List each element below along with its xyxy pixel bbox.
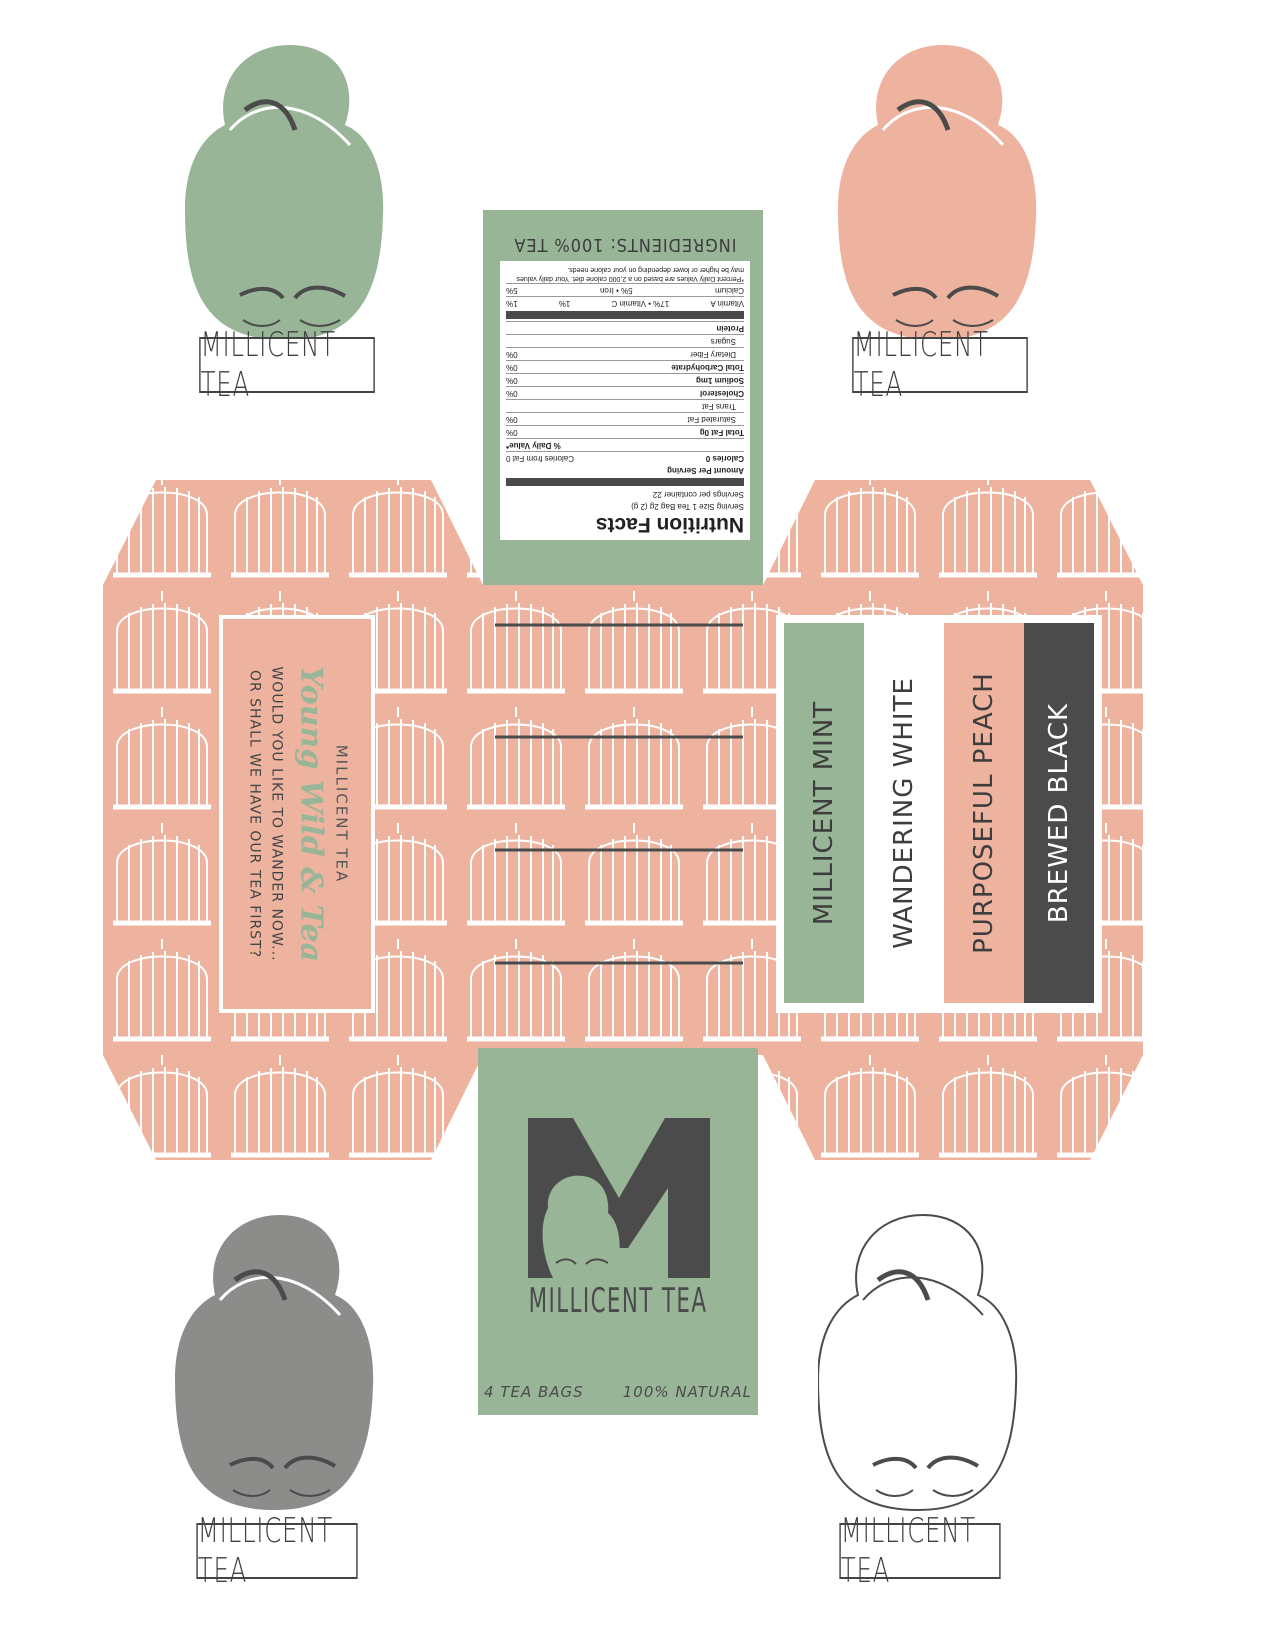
front-question-2: OR SHALL WE HAVE OUR TEA FIRST? xyxy=(246,669,263,959)
nutrient-label: Dietary Fiber xyxy=(690,350,736,359)
serving-size: Serving Size 1 Tea Bag 2g (2 g) xyxy=(631,502,744,511)
nutrient-label: Cholesterol xyxy=(699,389,744,398)
iron-pct: 5% xyxy=(506,286,518,295)
nutrition-title: Nutrition Facts xyxy=(595,513,744,536)
front-title: Young Wild & Tea xyxy=(293,665,329,963)
flavor-stripe-mint: MILLICENT MINT xyxy=(784,623,864,1003)
amount-per-serving: Amount Per Serving xyxy=(667,466,744,475)
flavor-name: BREWED BLACK xyxy=(1044,702,1074,924)
vitamin-a-pct: 17% • Vitamin C xyxy=(611,299,670,308)
woman-bun-icon xyxy=(838,45,1037,340)
front-question-1: WOULD YOU LIKE TO WANDER NOW... xyxy=(268,666,285,962)
flavor-stripe-white: WANDERING WHITE xyxy=(864,623,944,1003)
nutrient-value: 0% xyxy=(506,415,518,424)
nutrient-value: 0% xyxy=(506,428,518,437)
flavor-stripe-black: BREWED BLACK xyxy=(1024,623,1094,1003)
woman-bun-icon xyxy=(175,1215,374,1510)
bottom-brand: MILLICENT TEA xyxy=(528,1281,708,1321)
nutrient-label: Sugars xyxy=(710,337,736,346)
logo-label: MILLICENT TEA xyxy=(852,325,1028,405)
front-label-text: MILLICENT TEA Young Wild & Tea WOULD YOU… xyxy=(244,624,351,1004)
nutrient-value: 0% xyxy=(506,363,518,372)
nutrient-label: Sodium 1mg xyxy=(695,376,744,385)
calories: Calories 0 xyxy=(705,454,744,463)
logo-label: MILLICENT TEA xyxy=(199,325,375,405)
calcium-pct: 5% • Iron xyxy=(600,286,633,295)
tea-bag-count: 4 TEA BAGS xyxy=(484,1383,584,1401)
nutrient-label: Total Carbohydrate xyxy=(671,363,744,372)
bottom-panel: MILLICENT TEA 4 TEA BAGS 100% NATURAL xyxy=(478,1048,758,1415)
m-letter-icon xyxy=(528,1118,710,1278)
logo-top-right: MILLICENT TEA xyxy=(838,40,1038,405)
flavor-panel: MILLICENT MINT WANDERING WHITE PURPOSEFU… xyxy=(776,615,1102,1013)
front-brand: MILLICENT TEA xyxy=(332,744,351,884)
front-label-card: MILLICENT TEA Young Wild & Tea WOULD YOU… xyxy=(219,615,375,1013)
flavor-stripe-peach: PURPOSEFUL PEACH xyxy=(944,623,1024,1003)
nutrient-value: 0% xyxy=(506,350,518,359)
woman-bun-icon xyxy=(185,45,384,340)
nutrient-label: Trans Fat xyxy=(702,402,736,411)
logo-top-left: MILLICENT TEA xyxy=(185,40,385,405)
m-logo xyxy=(528,1118,710,1278)
logo-bottom-right: MILLICENT TEA xyxy=(818,1205,1018,1591)
nutrient-label: Total Fat 0g xyxy=(699,428,744,437)
woman-bun-icon xyxy=(818,1213,1018,1512)
nutrient-value: 0% xyxy=(506,376,518,385)
nutrient-label: Protein xyxy=(716,324,744,333)
nutrition-facts: Nutrition Facts Serving Size 1 Tea Bag 2… xyxy=(500,222,750,540)
ingredients: INGREDIENTS: 100% TEA xyxy=(513,234,737,255)
logo-label: MILLICENT TEA xyxy=(839,1511,1001,1591)
nutrition-footnote: *Percent Daily Values are based on a 2,0… xyxy=(516,266,744,282)
vitamin-c-pct: 1% xyxy=(558,299,571,308)
calcium: Calcium xyxy=(715,286,744,295)
servings-per-container: Servings per container 22 xyxy=(652,490,744,499)
logo-bottom-left: MILLICENT TEA xyxy=(175,1205,375,1591)
nutrient-label: Saturated Fat xyxy=(687,415,736,424)
nutrient-value: 0% xyxy=(506,389,518,398)
flavor-name: WANDERING WHITE xyxy=(889,677,919,949)
flavor-name: PURPOSEFUL PEACH xyxy=(969,672,999,954)
natural-label: 100% NATURAL xyxy=(622,1383,752,1401)
vitamin-a-left: 1% xyxy=(506,299,518,308)
calories-from-fat: Calories from Fat 0 xyxy=(506,454,575,463)
logo-label: MILLICENT TEA xyxy=(196,1511,358,1591)
vitamin-a: Vitamin A xyxy=(710,299,744,308)
daily-value-header: % Daily Value* xyxy=(506,441,561,450)
flavor-name: MILLICENT MINT xyxy=(809,700,839,926)
